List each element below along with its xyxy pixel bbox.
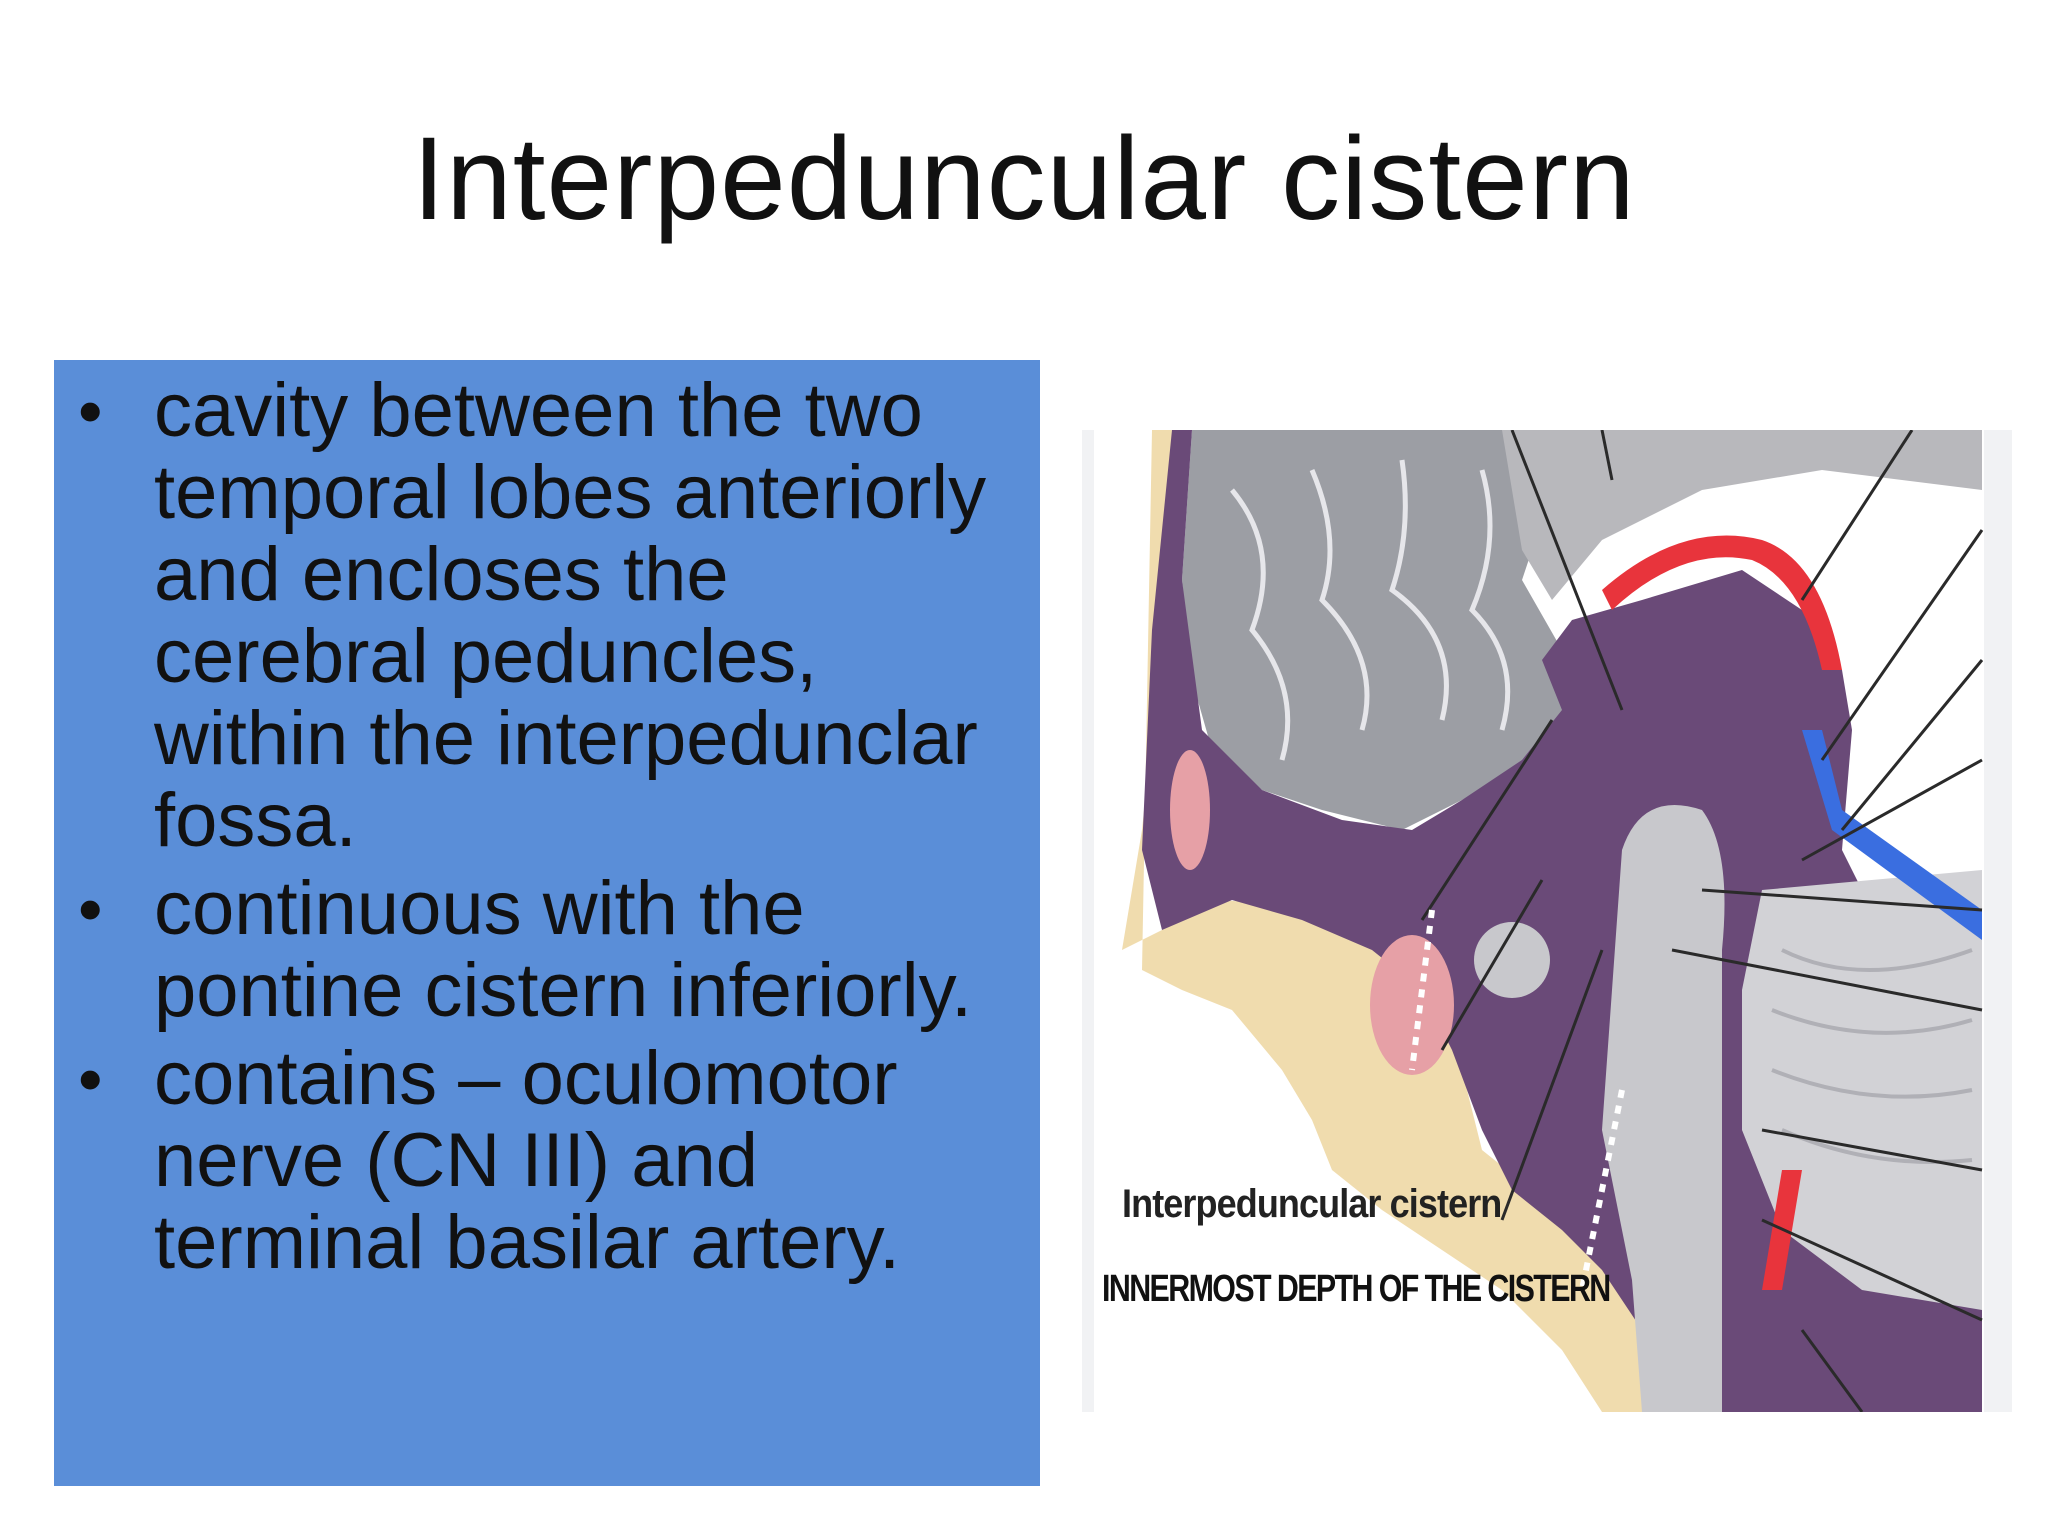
bullet-list: • cavity between the two temporal lobes … (78, 368, 1010, 1285)
anatomy-figure: Interpeduncular cistern INNERMOST DEPTH … (1082, 430, 2012, 1412)
brainstem (1602, 805, 1725, 1412)
slide-title: Interpeduncular cistern (412, 113, 1636, 245)
bullet-text: cavity between the two temporal lobes an… (154, 368, 987, 863)
bullet-text: continuous with the pontine cistern infe… (154, 866, 973, 1033)
bullet-marker: • (78, 372, 103, 450)
bullet-item: • contains – oculomotor nerve (CN III) a… (78, 1036, 1010, 1285)
anatomy-illustration (1094, 430, 1984, 1412)
bullet-marker: • (78, 1040, 103, 1118)
temporal-lobe (1182, 430, 1562, 830)
label-interpeduncular-cistern: Interpeduncular cistern (1122, 1182, 1502, 1226)
gyri-lines (1230, 459, 1511, 761)
bullet-item: • cavity between the two temporal lobes … (78, 368, 1010, 863)
cerebellum-folia (1771, 948, 1973, 1164)
dashed-markers (1409, 909, 1625, 1291)
label-innermost-depth: INNERMOST DEPTH OF THE CISTERN (1102, 1268, 1611, 1310)
skull-base-bone (1122, 430, 1682, 1412)
callosal-artery (1602, 535, 1842, 670)
cerebellum (1742, 870, 1982, 1310)
vein-of-galen (1802, 730, 1982, 940)
vessel-ellipse-lower (1370, 935, 1454, 1075)
corpus-callosum (1502, 430, 1982, 600)
bullet-item: • continuous with the pontine cistern in… (78, 866, 1010, 1033)
bullet-marker: • (78, 870, 103, 948)
vessel-ellipse-upper (1170, 750, 1210, 870)
leader-lines (1420, 430, 1984, 1412)
text-panel: • cavity between the two temporal lobes … (54, 360, 1040, 1486)
bullet-text: contains – oculomotor nerve (CN III) and… (154, 1036, 901, 1285)
mammillary-body (1474, 922, 1550, 998)
